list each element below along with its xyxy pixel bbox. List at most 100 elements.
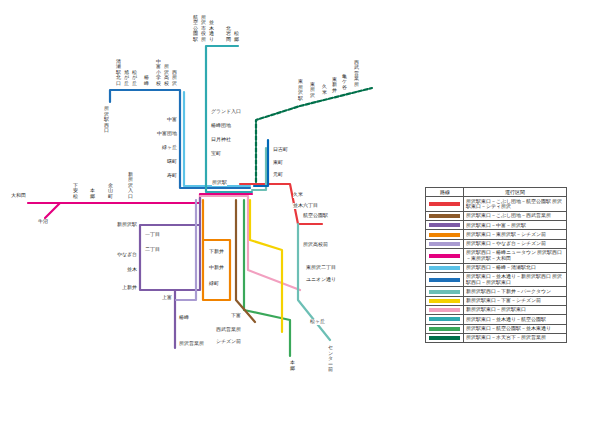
column-header: 運行区間: [464, 188, 566, 196]
legend-text: 新所沢駅東口－所沢駅東口: [464, 306, 566, 314]
legend-row: 所沢駅東口－こぶし団地－航空公園駅 所沢駅東口－シティ所沢: [426, 196, 566, 211]
stop-label: 久米: [293, 192, 303, 198]
stop-label: やなぎ台: [117, 252, 137, 258]
legend-text: 所沢駅東口－こぶし団地－西武営業所: [464, 212, 566, 220]
legend-row: 所沢駅東口－水天宮下－所沢営業所: [426, 333, 566, 342]
legend-text: 所沢駅東口－中富－所沢駅: [464, 221, 566, 229]
route-line: [203, 200, 230, 300]
legend-swatch: [429, 223, 460, 227]
legend-cell: [426, 315, 464, 323]
legend-cell: [426, 197, 464, 211]
legend-swatch: [429, 327, 460, 331]
legend-cell: [426, 334, 464, 342]
route-line: [184, 92, 250, 186]
legend-cell: [426, 273, 464, 287]
stop-label: 東町: [273, 160, 283, 166]
column-header: 路線: [426, 188, 464, 196]
stop-label: 元町: [273, 172, 283, 178]
legend-cell: [426, 297, 464, 305]
stop-label: 下富: [231, 313, 241, 319]
route-line: [252, 148, 266, 190]
legend-text: 所沢駅西口－椿峰－清瀬駅北口: [464, 264, 566, 272]
legend-swatch: [429, 266, 460, 270]
legend-cell: [426, 264, 464, 272]
stop-label: 亀ケ谷: [342, 74, 347, 91]
legend-text: 所沢駅東口－航空公園駅－並木東通り: [464, 325, 566, 333]
legend-row: 所沢駅西口－椿峰ニュータウン 所沢駅西口－東所沢駅－大和田: [426, 248, 566, 263]
stop-label: 中富団地: [157, 131, 177, 137]
stop-label: 日吉町: [273, 147, 288, 153]
route-line: [206, 46, 252, 192]
legend-row: 所沢駅西口－椿峰－清瀬駅北口: [426, 263, 566, 272]
legend-row: 所沢駅東口－やなぎ台－シチズン前: [426, 239, 566, 248]
stop-label: 緑ヶ丘: [162, 145, 177, 151]
stop-label: 牛沼: [38, 219, 48, 225]
stop-label: 曙町: [167, 159, 177, 165]
stop-label: 久米: [322, 84, 327, 95]
legend-cell: [426, 287, 464, 295]
stop-label: 東所沢駅: [298, 79, 303, 101]
legend-text: 所沢駅東口－こぶし団地－航空公園駅 所沢駅東口－シティ所沢: [464, 197, 566, 211]
legend-cell: [426, 212, 464, 220]
legend-cell: [426, 240, 464, 248]
legend-cell: [426, 306, 464, 314]
route-line: [256, 88, 372, 182]
stop-label: 松が丘: [132, 70, 137, 87]
stop-label: 上富: [162, 295, 172, 301]
stop-label: 並木六丁目: [293, 203, 318, 209]
stop-label: 所沢営業所: [179, 341, 204, 347]
stop-label: 清瀬駅北口: [116, 59, 121, 87]
legend-text: 新所沢駅東口－下富－シチズン前: [464, 297, 566, 305]
stop-label: 並木: [127, 267, 137, 273]
legend-row: 新所沢駅東口－所沢駅東口: [426, 305, 566, 314]
route-line: [176, 200, 196, 300]
stop-label: 航空公園駅: [303, 213, 328, 219]
stop-label: 所沢駅: [212, 180, 227, 186]
route-line: [254, 140, 268, 186]
stop-label: 本郷: [290, 360, 295, 371]
stop-label: 中富小学校: [156, 59, 161, 87]
stop-label: 新所沢駅: [117, 222, 137, 228]
legend-text: 所沢駅西口－椿峰ニュータウン 所沢駅西口－東所沢駅－大和田: [464, 249, 566, 263]
legend-header: 路線運行区間: [426, 188, 566, 196]
legend-text: 所沢駅東口－水天宮下－所沢営業所: [464, 334, 566, 342]
legend-table: 路線運行区間所沢駅東口－こぶし団地－航空公園駅 所沢駅東口－シティ所沢所沢駅東口…: [425, 187, 567, 343]
stop-label: グランド入口: [211, 109, 241, 115]
stop-label: 所沢市役所: [201, 15, 206, 43]
stop-label: 上新井: [122, 285, 137, 291]
legend-row: 所沢駅東口－東所沢駅－シチズン前: [426, 229, 566, 238]
stop-label: 西武営業所: [216, 327, 241, 333]
stop-label: 東所沢二丁目: [306, 265, 336, 271]
route-line: [140, 198, 200, 348]
stop-label: ユニオン通り: [306, 277, 336, 283]
legend-swatch: [429, 317, 460, 321]
legend-cell: [426, 249, 464, 263]
stop-label: 中富: [167, 117, 177, 123]
stop-label: 松ヶ丘: [310, 319, 325, 325]
legend-swatch: [429, 254, 460, 258]
stop-label: 緑町: [209, 281, 219, 287]
stop-label: 一丁目: [145, 232, 160, 238]
legend-swatch: [429, 278, 460, 282]
stop-label: 西所沢: [172, 70, 177, 87]
stop-label: 松郷: [234, 31, 239, 42]
stop-label: 金山町: [108, 183, 113, 200]
stop-label: シチズン前: [216, 339, 241, 345]
legend-swatch: [429, 308, 460, 312]
legend-text: 所沢駅東口－並木通り－航空公園駅: [464, 315, 566, 323]
legend-swatch: [429, 299, 460, 303]
stop-label: 所沢高校前: [303, 242, 328, 248]
stop-label: 椿峰: [179, 315, 189, 321]
stop-label: 所沢駅西口: [104, 106, 109, 134]
stop-label: 東新井: [332, 77, 337, 94]
stop-label: 北岩岡: [226, 26, 231, 43]
legend-cell: [426, 221, 464, 229]
legend-swatch: [429, 233, 460, 237]
legend-row: 所沢駅東口－並木通り－新所沢駅西口 所沢駅西口－所沢駅東口: [426, 272, 566, 287]
legend-row: 新所沢駅西口－下新井－パークタウン: [426, 286, 566, 295]
legend-swatch: [429, 242, 460, 246]
stop-label: 新所沢入口: [128, 172, 133, 200]
stop-label: 宝町: [211, 151, 221, 157]
stop-label: 二丁目: [145, 247, 160, 253]
